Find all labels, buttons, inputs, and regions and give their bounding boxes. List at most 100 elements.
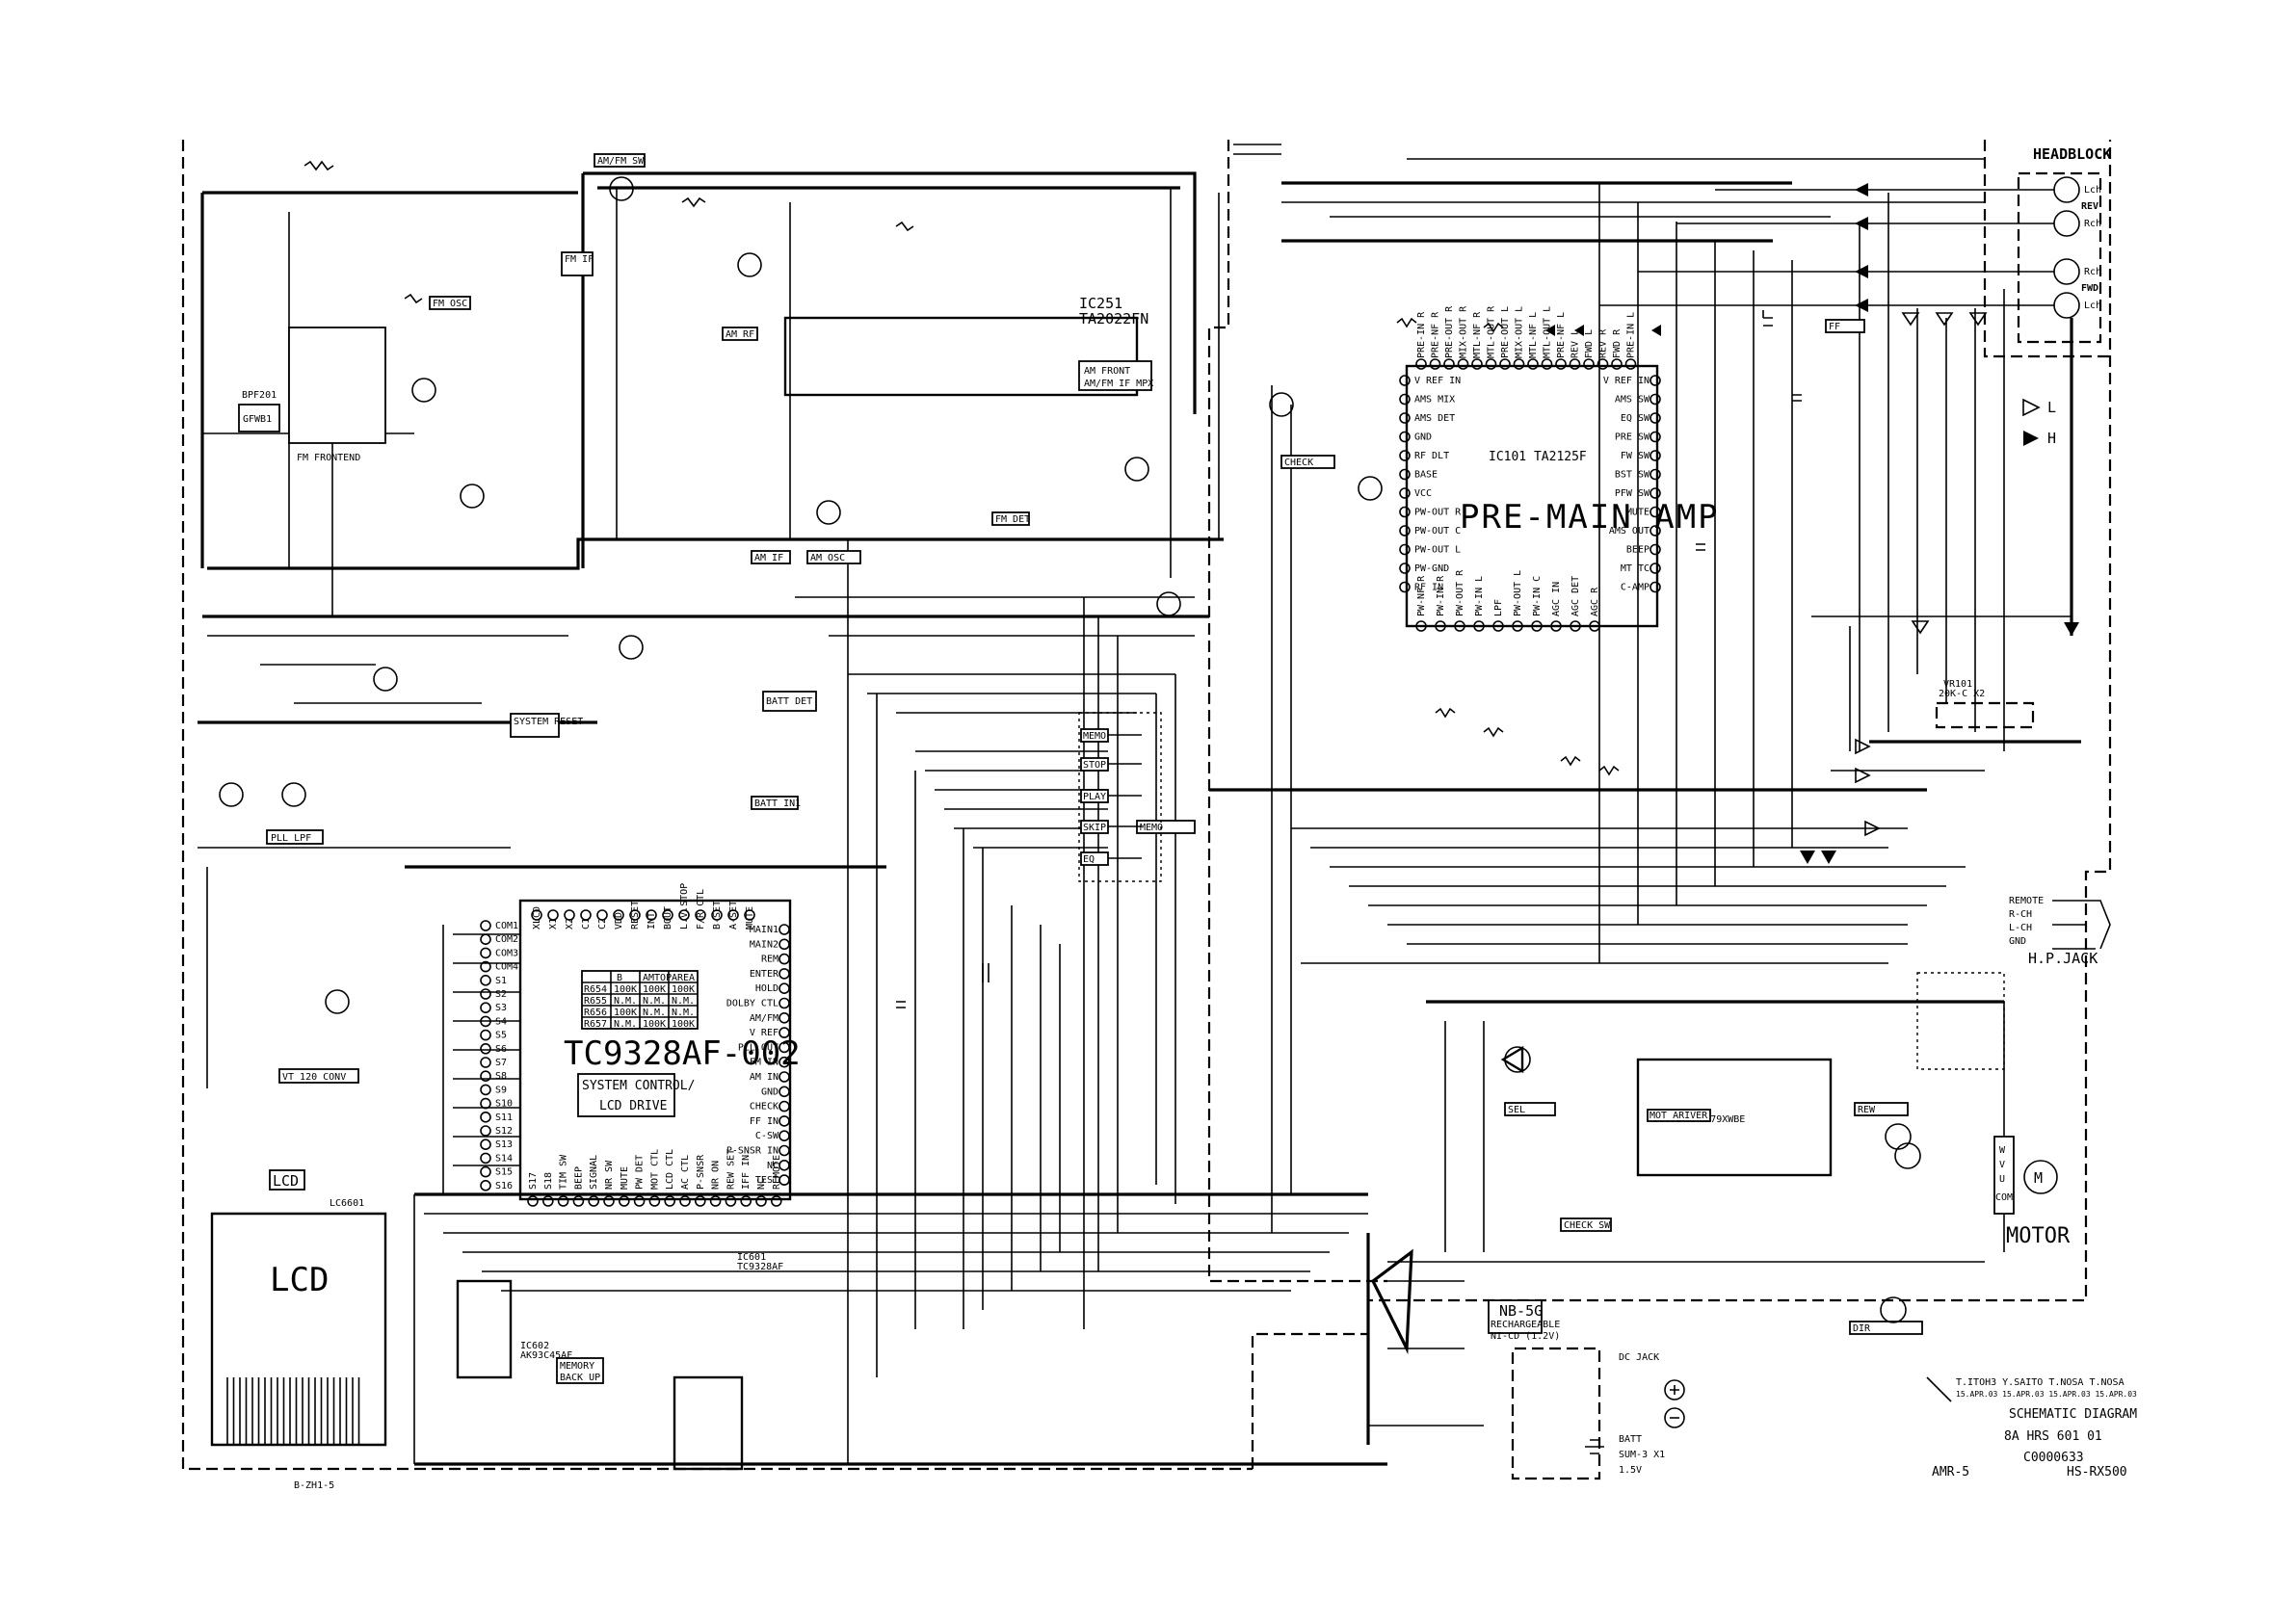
main-left-pin: COM2 (495, 934, 518, 945)
pin-marker (1531, 620, 1543, 632)
tag-am-osc: AM OSC (810, 553, 845, 563)
board-outline (181, 140, 2112, 1480)
nbsg-desc1: RECHARGEABLE (1491, 1320, 1560, 1330)
pre-top-pin: REV R (1598, 328, 1609, 358)
pre-right-pin: EQ SW (1621, 413, 1650, 424)
hp-pin-remote: REMOTE (2009, 896, 2044, 906)
main-left-pin: S5 (495, 1031, 507, 1041)
pre-left-pin: BASE (1414, 470, 1438, 481)
svg-text:N.M.: N.M. (672, 996, 695, 1007)
main-top-pin: VDD (614, 912, 624, 929)
pre-right-pin: C-AMP (1621, 583, 1649, 593)
pin-marker (1429, 358, 1441, 370)
main-bottom-pin: P-SNSR (696, 1154, 706, 1190)
passive-components (303, 160, 2079, 1008)
legend: L H (2022, 398, 2056, 447)
transistor-q-pll (281, 782, 306, 807)
motor: W V U COM M MOTOR (1993, 1136, 2071, 1248)
pin-marker (1649, 431, 1661, 443)
main-left-pin: S15 (495, 1167, 513, 1178)
pin-marker (480, 960, 491, 973)
pin-marker (727, 909, 739, 921)
pin-marker (779, 997, 790, 1009)
pin-marker (1649, 543, 1661, 556)
main-top-pin: XLCD (532, 906, 542, 929)
main-right-pin: MAIN2 (750, 939, 779, 950)
pin-marker (480, 933, 491, 946)
main-bottom-pin: REMOTE (772, 1155, 782, 1190)
main-left-pin: S9 (495, 1085, 507, 1095)
pin-marker (779, 1012, 790, 1024)
table-h-area: AREA (672, 973, 695, 983)
pin-marker (547, 909, 559, 921)
tag-brake-sw: REW (1858, 1105, 1876, 1115)
lcd-panel-label: LCD (270, 1261, 329, 1299)
pre-right-pin: AMS OUT (1609, 526, 1649, 537)
motor-pin-u: U (1999, 1174, 2005, 1185)
svg-text:100K: 100K (643, 984, 666, 995)
svg-text:100K: 100K (643, 1019, 666, 1030)
motor-pin-v: V (1999, 1160, 2005, 1170)
svg-text:R656: R656 (584, 1008, 607, 1018)
hp-jack-label: H.P.JACK (2028, 950, 2098, 967)
title-number: C0000633 (2023, 1451, 2084, 1465)
pre-left-pin: AMS MIX (1414, 395, 1455, 406)
transistor-q-brake-drv (1880, 1296, 1907, 1323)
pin-marker (1570, 620, 1581, 632)
tag-pll-lpf: PLL LPF (271, 833, 311, 844)
main-right-pin: FM IN (750, 1058, 779, 1068)
table-h-b: B (617, 973, 622, 983)
pin-marker (1649, 487, 1661, 499)
main-bottom-pin: AC CTL (680, 1155, 691, 1190)
pin-marker (480, 1043, 491, 1055)
svg-text:100K: 100K (614, 984, 637, 995)
head-coil-1 (1715, 176, 2080, 203)
pin-marker (779, 1086, 790, 1098)
drawing-id: B-ZH1-5 (294, 1480, 334, 1491)
memory-ic-part: AK93C45AF (520, 1350, 572, 1361)
transistor-q-mute (1124, 457, 1149, 482)
pin-marker (580, 909, 592, 921)
main-left-pin: S10 (495, 1099, 513, 1110)
pin-marker (1550, 620, 1562, 632)
main-right-pin: REM (761, 955, 779, 965)
tag-speed-adj: CHECK SW (1564, 1220, 1611, 1231)
transistor-q-pll2 (219, 782, 244, 807)
motor-driver-ic: IC401 MM1279XWBE MOT ARIVER REW DIR SEL … (1500, 1045, 1923, 1335)
main-bottom-pin: S18 (543, 1172, 554, 1190)
pin-marker (1649, 563, 1661, 574)
main-ic-desc1: SYSTEM CONTROL/ (582, 1079, 695, 1093)
legend-h-label: H (2047, 430, 2056, 447)
main-bottom-pin: TIM SW (559, 1154, 569, 1190)
pin-marker (779, 1115, 790, 1127)
pre-right-pin: V REF IN (1603, 376, 1649, 386)
pin-marker (1399, 581, 1411, 593)
pin-marker (480, 947, 491, 959)
pin-marker (1415, 358, 1427, 370)
svg-text:100K: 100K (672, 1019, 695, 1030)
tag-stop: STOP (1083, 760, 1106, 771)
pin-marker (480, 1139, 491, 1150)
main-left-pin: S14 (495, 1153, 513, 1164)
pin-marker (779, 1160, 790, 1171)
fm-if-ic-desc-box (1078, 360, 1152, 391)
pin-marker (480, 1057, 491, 1068)
pre-left-pin: RF DLT (1414, 451, 1449, 461)
pin-marker (1649, 412, 1661, 424)
svg-text:N.M.: N.M. (643, 1008, 666, 1018)
pre-top-pin: PRE-NF R (1431, 311, 1441, 358)
preamp-ic-ref: IC101 TA2125F (1489, 450, 1587, 464)
pin-marker (679, 1195, 691, 1207)
pre-top-pin: PRE-IN L (1626, 312, 1637, 358)
fm-frontend-module (288, 327, 386, 444)
pre-top-pin: PRE-IN R (1416, 311, 1427, 358)
pin-marker (1499, 358, 1511, 370)
pin-marker (1443, 358, 1455, 370)
pin-marker (662, 909, 673, 921)
